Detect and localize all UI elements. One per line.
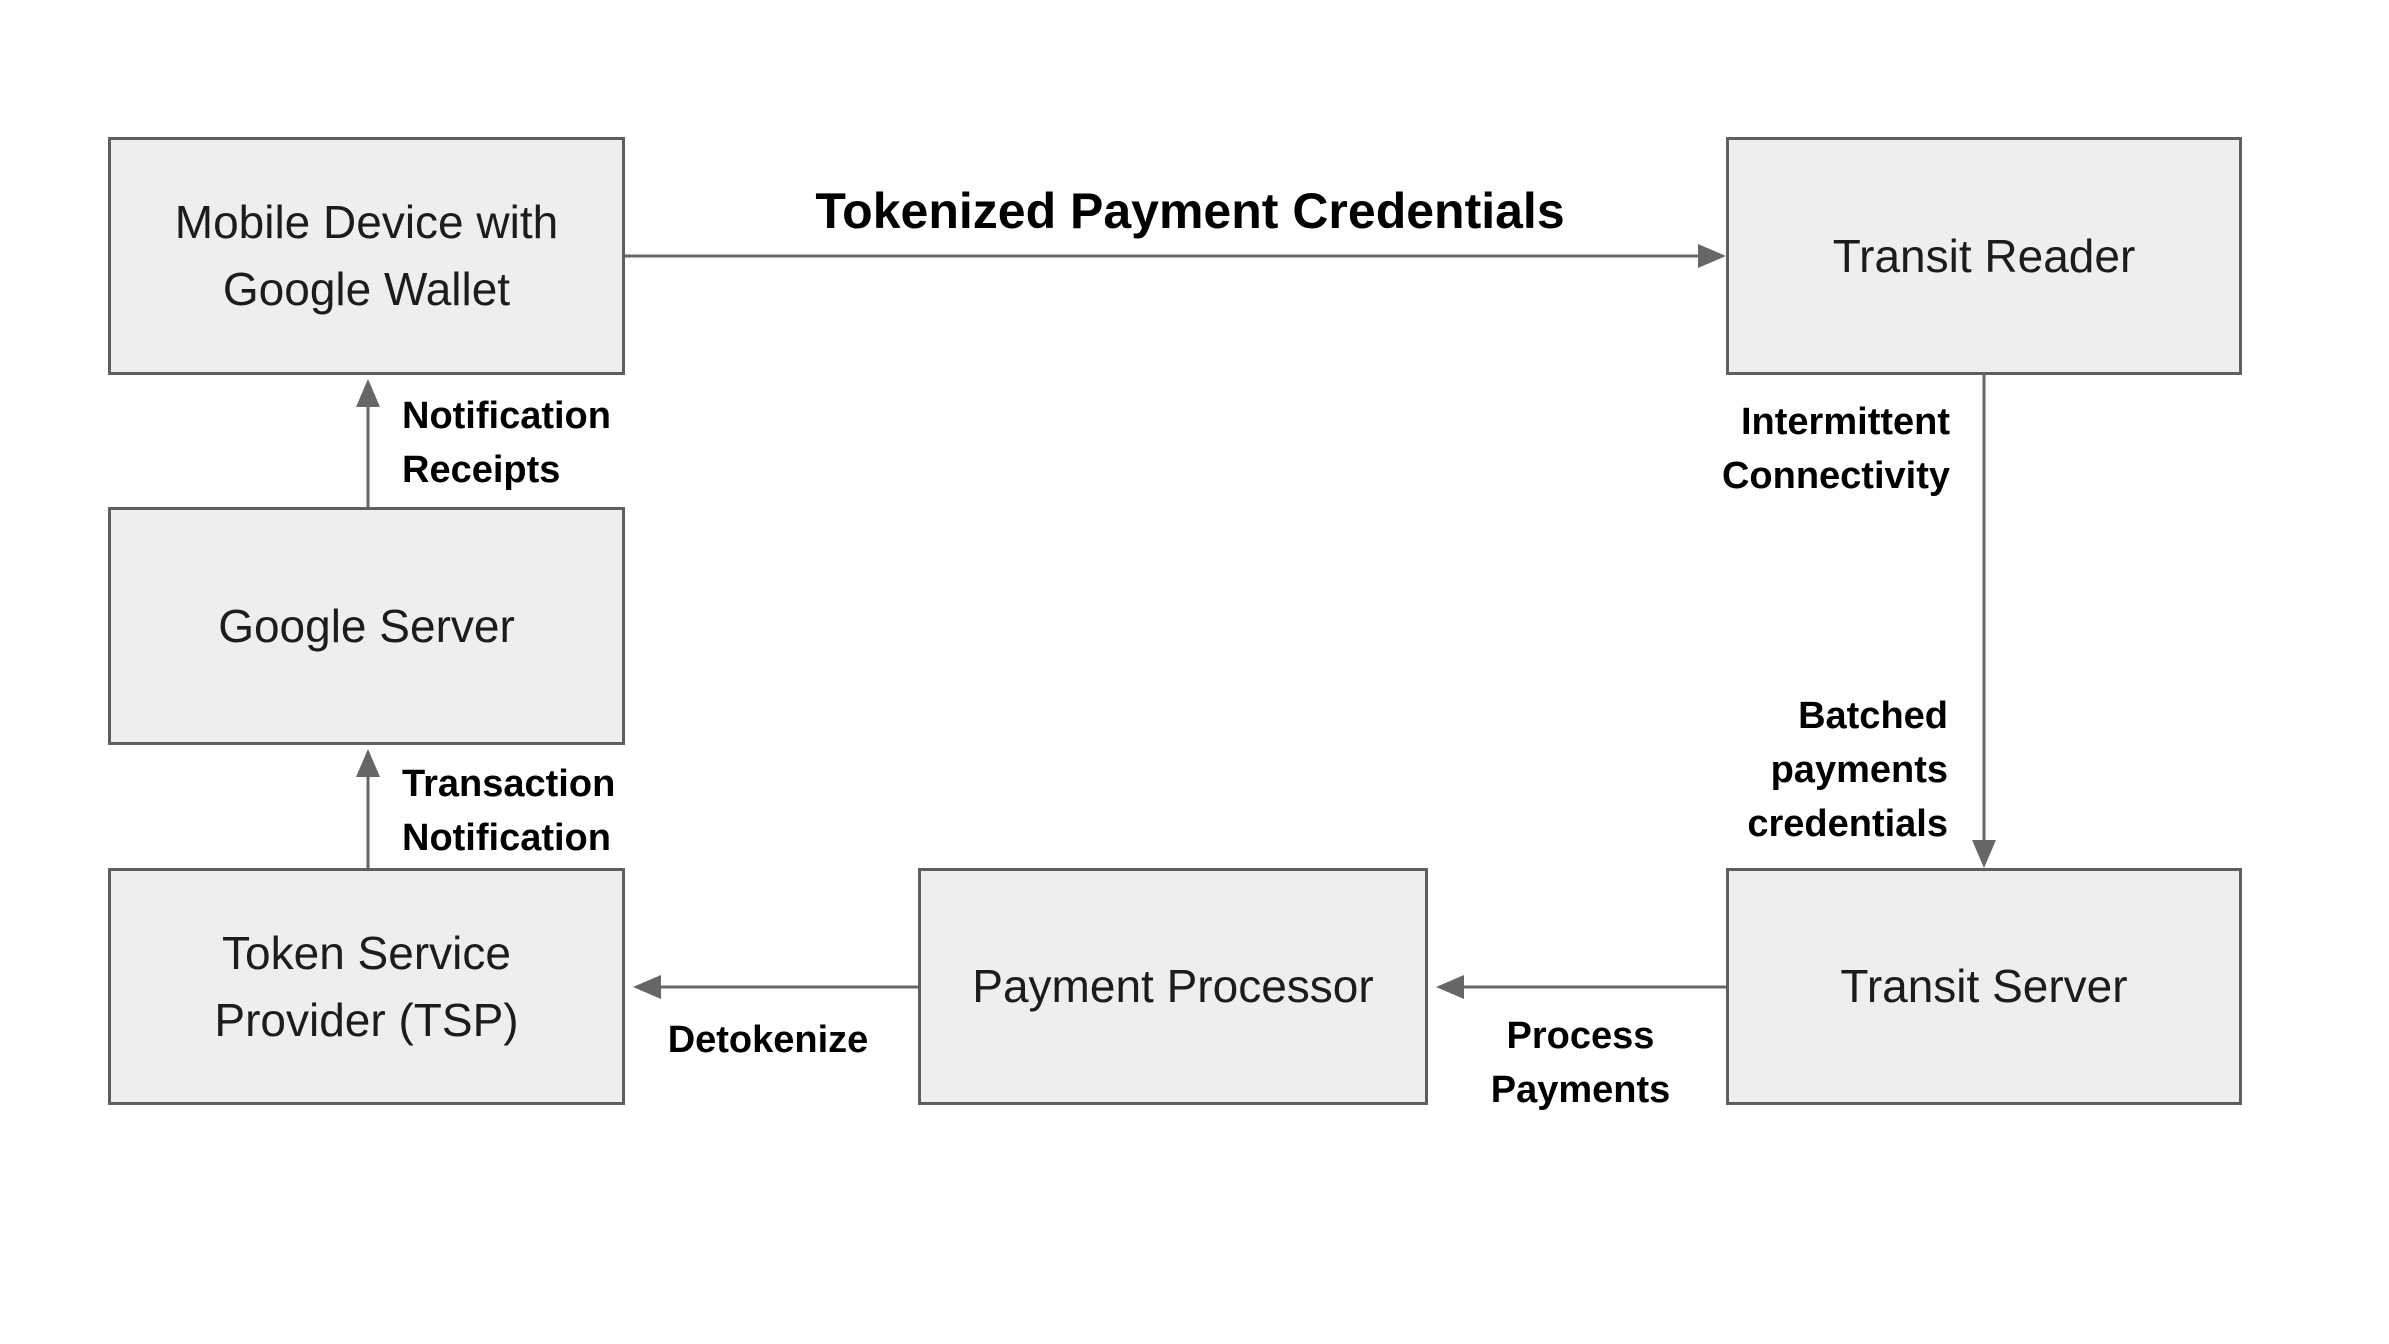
arrow-transaction-notification [356, 749, 380, 868]
node-label: Mobile Device with Google Wallet [174, 196, 559, 315]
node-payment-processor: Payment Processor [918, 868, 1428, 1105]
arrow-detokenize [633, 975, 918, 999]
arrow-notification-receipts [356, 379, 380, 507]
node-mobile-device-google-wallet: Mobile Device with Google Wallet [108, 137, 625, 375]
arrow-tokenized-payment-credentials [625, 244, 1726, 268]
edge-label-detokenize: Detokenize [667, 1019, 869, 1061]
node-google-server: Google Server [108, 507, 625, 745]
node-transit-reader: Transit Reader [1726, 137, 2242, 375]
node-label: Payment Processor [972, 960, 1374, 1013]
edge-label-tokenized-payment-credentials: Tokenized Payment Credentials [815, 183, 1565, 239]
arrow-process-payments [1436, 975, 1726, 999]
edge-label-process-payments: Process Payments [1490, 1015, 1671, 1111]
edge-label-notification-receipts: Notification Receipts [402, 395, 611, 491]
node-label: Transit Reader [1832, 229, 2136, 282]
node-label: Token Service Provider (TSP) [214, 926, 519, 1046]
node-label: Google Server [218, 599, 515, 652]
node-transit-server: Transit Server [1726, 868, 2242, 1105]
edge-label-intermittent-connectivity: Intermittent Connectivity [1721, 401, 1950, 497]
edge-label-batched-payments-credentials: Batched payments credentials [1747, 695, 1948, 845]
arrow-reader-to-transit-server [1972, 375, 1996, 868]
edge-label-transaction-notification: Transaction Notification [402, 763, 616, 859]
node-token-service-provider: Token Service Provider (TSP) [108, 868, 625, 1105]
node-label: Transit Server [1840, 960, 2128, 1013]
